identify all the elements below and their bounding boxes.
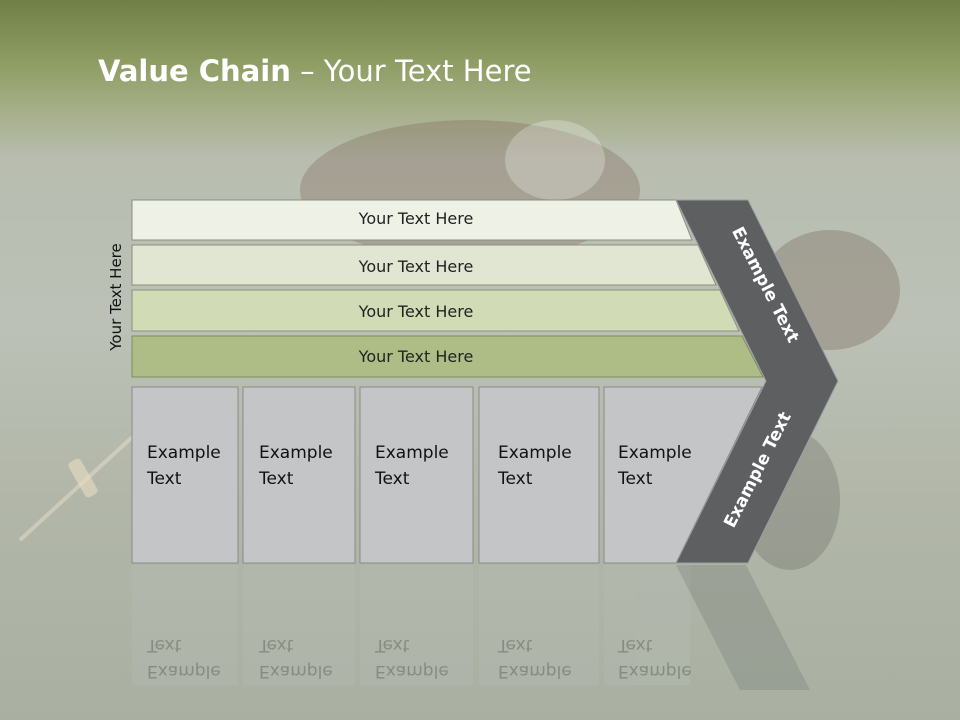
box-4-line2-reflection: Text xyxy=(498,635,533,655)
bar-2-text: Your Text Here xyxy=(358,257,474,276)
box-5-text-reflection: Example Text xyxy=(618,632,692,684)
box-1-line2: Text xyxy=(147,469,182,489)
box-3-text-reflection: Example Text xyxy=(375,632,449,684)
box-2-text-reflection: Example Text xyxy=(259,632,333,684)
box-1-line1: Example xyxy=(147,443,221,463)
box-5-line1: Example xyxy=(618,443,692,463)
box-4-line2: Text xyxy=(498,469,533,489)
box-1-reflection xyxy=(132,565,238,685)
box-2-reflection xyxy=(243,565,355,685)
slide-title: Value Chain – Your Text Here xyxy=(98,54,532,88)
box-3 xyxy=(359,386,474,564)
box-2 xyxy=(242,386,356,564)
box-2-line2-reflection: Text xyxy=(259,635,294,655)
box-1-line1-reflection: Example xyxy=(147,661,221,681)
box-5-reflection xyxy=(604,565,690,685)
box-4 xyxy=(478,386,600,564)
box-3-line1: Example xyxy=(375,443,449,463)
box-1-text-reflection: Example Text xyxy=(147,632,221,684)
box-4-reflection xyxy=(479,565,599,685)
rider-shape xyxy=(505,120,605,200)
chevron-arrow xyxy=(675,199,839,564)
box-2-line1-reflection: Example xyxy=(259,661,333,681)
box-2-line1: Example xyxy=(259,443,333,463)
box-3-line1-reflection: Example xyxy=(375,661,449,681)
title-rest: – Your Text Here xyxy=(290,54,532,88)
bar-1 xyxy=(131,199,693,241)
box-5-line2-reflection: Text xyxy=(618,635,653,655)
title-bold: Value Chain xyxy=(98,54,291,88)
reflection-group xyxy=(132,565,690,685)
box-3-reflection xyxy=(360,565,473,685)
box-5-line1-reflection: Example xyxy=(618,661,692,681)
box-1 xyxy=(131,386,239,564)
box-4-line1-reflection: Example xyxy=(498,661,572,681)
chevron-reflection xyxy=(676,565,810,690)
bar-1-text: Your Text Here xyxy=(358,209,474,228)
bar-4 xyxy=(131,335,764,378)
box-3-line2: Text xyxy=(375,469,410,489)
mallet-head xyxy=(68,458,98,498)
bar-3 xyxy=(131,289,740,332)
box-4-text-reflection: Example Text xyxy=(498,632,572,684)
bar-4-text: Your Text Here xyxy=(358,347,474,366)
box-3-line2-reflection: Text xyxy=(375,635,410,655)
box-4-line1: Example xyxy=(498,443,572,463)
box-5-line2: Text xyxy=(618,469,653,489)
bar-3-text: Your Text Here xyxy=(358,302,474,321)
box-1-line2-reflection: Text xyxy=(147,635,182,655)
bar-2 xyxy=(131,244,717,286)
box-2-line2: Text xyxy=(259,469,294,489)
